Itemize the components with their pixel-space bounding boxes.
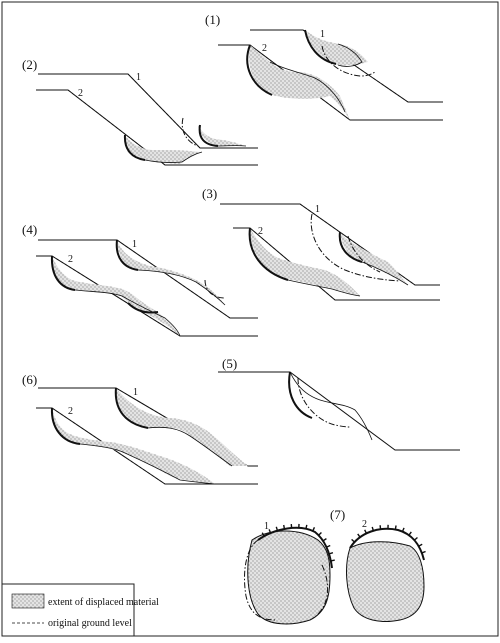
hachure-tick	[358, 534, 360, 537]
hachure-tick	[402, 528, 404, 532]
panel-2: (2) 1 2	[22, 57, 258, 165]
legend-label-displaced: extent of displaced material	[48, 597, 159, 608]
hachure-tick	[331, 560, 335, 561]
ground-line	[218, 372, 460, 450]
hachure-tick	[306, 525, 307, 529]
curve-label-2: 2	[262, 43, 267, 54]
curve-label-1: 1	[320, 29, 325, 40]
panel-6: (6) 1 2	[22, 372, 258, 484]
slip-surface	[289, 372, 312, 418]
panel-label-4: (4)	[22, 222, 37, 237]
curve-label-1: 1	[264, 521, 269, 532]
hachure-tick	[327, 545, 331, 547]
panel-label-3: (3)	[202, 186, 217, 201]
legend: extent of displaced material original gr…	[2, 584, 159, 636]
hachure-tick	[313, 527, 315, 531]
curve-label-1: 1	[315, 204, 320, 215]
panel-5: (5)	[218, 356, 460, 450]
hachure-tick	[395, 526, 396, 530]
panel-label-7: (7)	[330, 507, 345, 522]
original-ground-1	[128, 74, 200, 148]
curve-label-2: 2	[362, 519, 367, 530]
legend-label-ground: original ground level	[48, 618, 132, 629]
panel-label-6: (6)	[22, 372, 37, 387]
curve-label-1: 1	[133, 387, 138, 398]
hachure-tick	[365, 530, 367, 534]
bulged-slope	[290, 372, 372, 440]
hachure-tick	[419, 544, 422, 546]
future-slip-surface	[298, 378, 350, 427]
displaced-mass-1	[305, 30, 368, 65]
curve-label-1: 1	[136, 72, 141, 83]
hachure-tick	[284, 525, 285, 529]
hachure-tick	[409, 532, 411, 535]
hachure-tick	[319, 532, 322, 535]
panel-1: (1) 1 2	[205, 12, 443, 120]
curve-label-2: 2	[78, 88, 83, 99]
displaced-mass-2	[125, 135, 200, 164]
panel-label-2: (2)	[22, 57, 37, 72]
legend-swatch-displaced	[12, 594, 44, 608]
hachure-tick	[323, 539, 326, 541]
panel-label-1: (1)	[205, 12, 220, 27]
curve-label-1: 1	[132, 239, 137, 250]
hachure-tick	[414, 538, 417, 541]
panel-4: (4) 1 2	[22, 222, 258, 336]
displaced-mass-2	[347, 542, 424, 622]
panel-3: (3) 1 2	[202, 186, 440, 300]
hachure-tick	[352, 539, 355, 542]
curve-label-2: 2	[68, 406, 73, 417]
panel-label-5: (5)	[222, 356, 237, 371]
curve-label-2: 2	[68, 254, 73, 265]
panel-7: (7) 1 2	[245, 507, 426, 624]
ground-line-upper	[38, 74, 258, 148]
displaced-mass-1	[248, 531, 330, 624]
curve-label-2: 2	[258, 226, 263, 237]
